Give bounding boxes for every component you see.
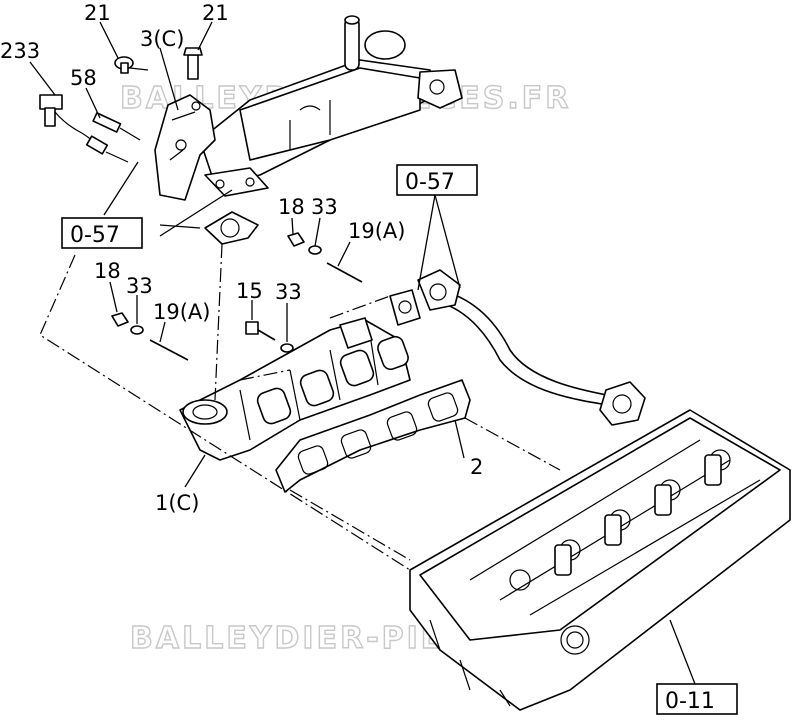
callout-33-left: 33 (126, 274, 153, 298)
washer-33-left (130, 325, 144, 335)
nut-18-left (111, 312, 129, 327)
callout-3c: 3(C) (140, 27, 184, 51)
callout-1c: 1(C) (155, 491, 199, 515)
callout-19a-upper: 19(A) (348, 219, 405, 243)
callout-33-mid: 33 (275, 280, 302, 304)
bolt-21-left (114, 56, 149, 74)
callout-18-upper: 18 (278, 195, 305, 219)
assembly-lines (39, 243, 561, 571)
callout-58: 58 (70, 66, 97, 90)
ref-box-057-right: 0-57 (396, 164, 478, 196)
egr-cooler (199, 15, 463, 197)
exhaust-manifold (179, 317, 411, 461)
bolt-21-right (183, 47, 203, 80)
stud-19a-left (149, 339, 189, 361)
callout-18-left: 18 (94, 259, 121, 283)
sensor-233 (39, 94, 129, 163)
manifold-gasket (275, 379, 471, 493)
nut-18-upper (287, 232, 305, 247)
callout-33-upper: 33 (311, 195, 338, 219)
gasket-egr (204, 211, 259, 245)
callout-21-right: 21 (202, 1, 229, 25)
leader-lines (29, 21, 696, 685)
ref-box-057-left-label: 0-57 (70, 223, 120, 248)
callout-233: 233 (0, 39, 40, 63)
egr-pipe (417, 269, 646, 426)
ref-box-011-label: 0-11 (665, 689, 715, 714)
washer-33-mid (280, 343, 294, 353)
callout-15: 15 (236, 279, 263, 303)
washer-33-upper (308, 245, 322, 255)
bolt-15 (245, 321, 276, 341)
cylinder-head (409, 409, 791, 711)
ref-box-011: 0-11 (656, 683, 738, 715)
ref-box-057-left: 0-57 (61, 217, 143, 249)
callout-21-left: 21 (84, 1, 111, 25)
stud-19a-upper (326, 262, 363, 283)
callout-19a-left: 19(A) (153, 300, 210, 324)
gasket-pipe (389, 289, 421, 326)
callout-2: 2 (470, 455, 483, 479)
ref-box-057-right-label: 0-57 (405, 170, 455, 195)
